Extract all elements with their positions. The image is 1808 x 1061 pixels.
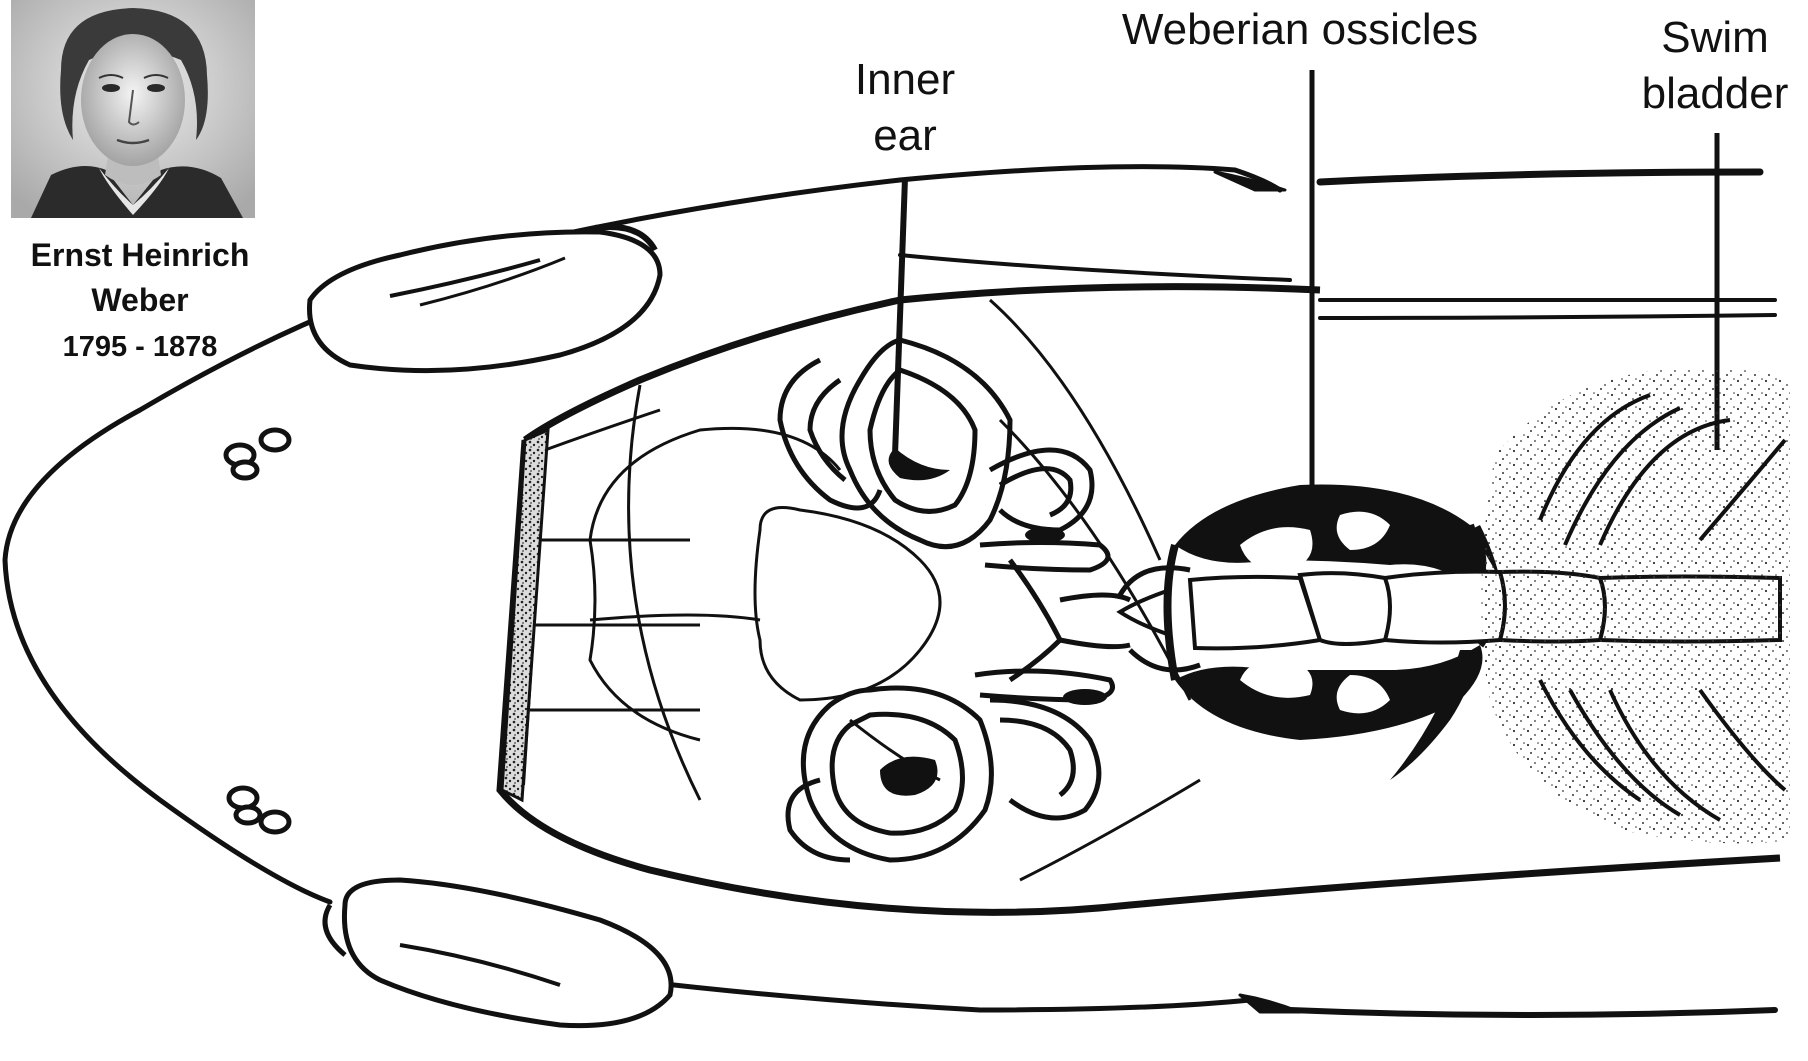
- nostrils-bottom: [229, 788, 289, 832]
- eye-bottom: [325, 880, 671, 1026]
- inner-ear-bottom-otolith: [880, 757, 938, 796]
- inner-ear-bottom: [788, 671, 1113, 860]
- inner-ear-top-lagena: [1025, 527, 1065, 543]
- skull-stipple-band: [502, 430, 548, 800]
- inner-ear-top-otolith: [889, 448, 950, 480]
- nostrils-top: [226, 430, 289, 478]
- pointer-inner-ear: [895, 178, 905, 455]
- inner-ear-bottom-lagena: [1063, 689, 1107, 705]
- swim-bladder: [1481, 369, 1790, 844]
- brain: [590, 428, 940, 780]
- eye-top: [310, 227, 661, 371]
